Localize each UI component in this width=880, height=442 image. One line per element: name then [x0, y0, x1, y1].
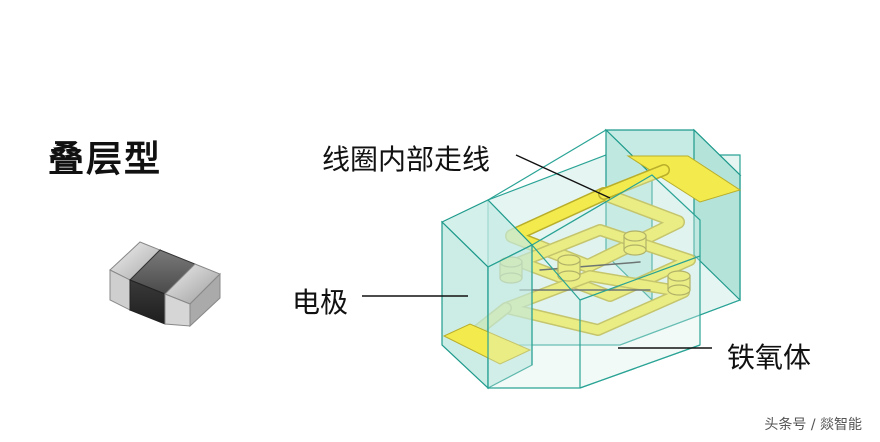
- page-title: 叠层型: [48, 139, 163, 180]
- label-coil-wiring: 线圈内部走线: [322, 143, 491, 176]
- leader-coil: [515, 154, 611, 199]
- multilayer-chip-photo: [109, 241, 221, 327]
- watermark: 头条号 / 燚智能: [764, 417, 862, 433]
- ferrite-front-face: [487, 174, 701, 389]
- label-electrode: 电极: [292, 286, 349, 319]
- left-electrode-pad: [442, 323, 532, 365]
- label-ferrite: 铁氧体: [727, 341, 812, 374]
